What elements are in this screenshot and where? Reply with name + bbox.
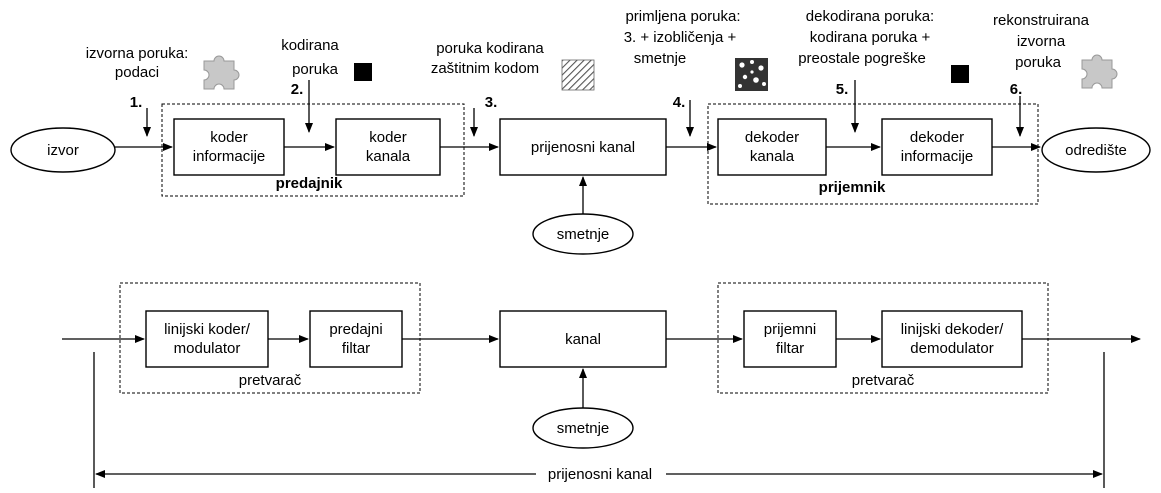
line-decoder-block bbox=[881, 310, 1023, 368]
transmitter-group bbox=[161, 103, 465, 197]
source-coder-block bbox=[173, 118, 285, 176]
transmitter-label: predajnik bbox=[276, 175, 343, 192]
stage-2-number: 2. bbox=[291, 81, 304, 98]
rx-filter-block bbox=[743, 310, 837, 368]
span-label: prijenosni kanal bbox=[548, 466, 652, 483]
channel-coder-block bbox=[335, 118, 441, 176]
converter-group-left bbox=[119, 282, 421, 394]
line-coder-block bbox=[145, 310, 269, 368]
stage-4-number: 4. bbox=[673, 94, 686, 111]
stage-5-number: 5. bbox=[836, 81, 849, 98]
puzzle-piece-icon bbox=[203, 55, 240, 90]
hatched-square-icon bbox=[561, 59, 595, 91]
destination-node bbox=[1041, 127, 1151, 173]
stage-3-number: 3. bbox=[485, 94, 498, 111]
stage-1-text: izvorna poruka:podaci bbox=[86, 45, 189, 81]
converter-group-right bbox=[717, 282, 1049, 394]
stage-4-text: primljena poruka:3. + izobličenja +smetn… bbox=[624, 8, 741, 67]
noise-label-top: smetnje bbox=[557, 226, 610, 243]
receiver-group bbox=[707, 103, 1039, 205]
solid-square-icon bbox=[951, 65, 969, 83]
channel-label: kanal bbox=[565, 331, 601, 348]
transmission-channel-label: prijenosni kanal bbox=[531, 139, 635, 156]
converter-label-left: pretvarač bbox=[239, 372, 302, 389]
stage-5-text: dekodirana poruka:kodirana poruka +preos… bbox=[798, 8, 934, 67]
source-node bbox=[10, 127, 116, 173]
channel-block bbox=[499, 310, 667, 368]
speckled-square-icon bbox=[735, 58, 768, 91]
noise-label-bottom: smetnje bbox=[557, 420, 610, 437]
receiver-label: prijemnik bbox=[819, 179, 886, 196]
tx-filter-block bbox=[309, 310, 403, 368]
source-label: izvor bbox=[47, 142, 79, 159]
converter-label-right: pretvarač bbox=[852, 372, 915, 389]
line-coder-label: linijski koder/modulator bbox=[164, 321, 251, 357]
source-decoder-block bbox=[881, 118, 993, 176]
stage-1-number: 1. bbox=[130, 94, 143, 111]
channel-decoder-block bbox=[717, 118, 827, 176]
transmission-channel-block bbox=[499, 118, 667, 176]
line-decoder-label: linijski dekoder/demodulator bbox=[901, 321, 1004, 357]
stage-6-number: 6. bbox=[1010, 81, 1023, 98]
puzzle-piece-icon bbox=[1081, 54, 1118, 89]
destination-label: odredište bbox=[1065, 142, 1127, 159]
solid-square-icon bbox=[354, 63, 372, 81]
